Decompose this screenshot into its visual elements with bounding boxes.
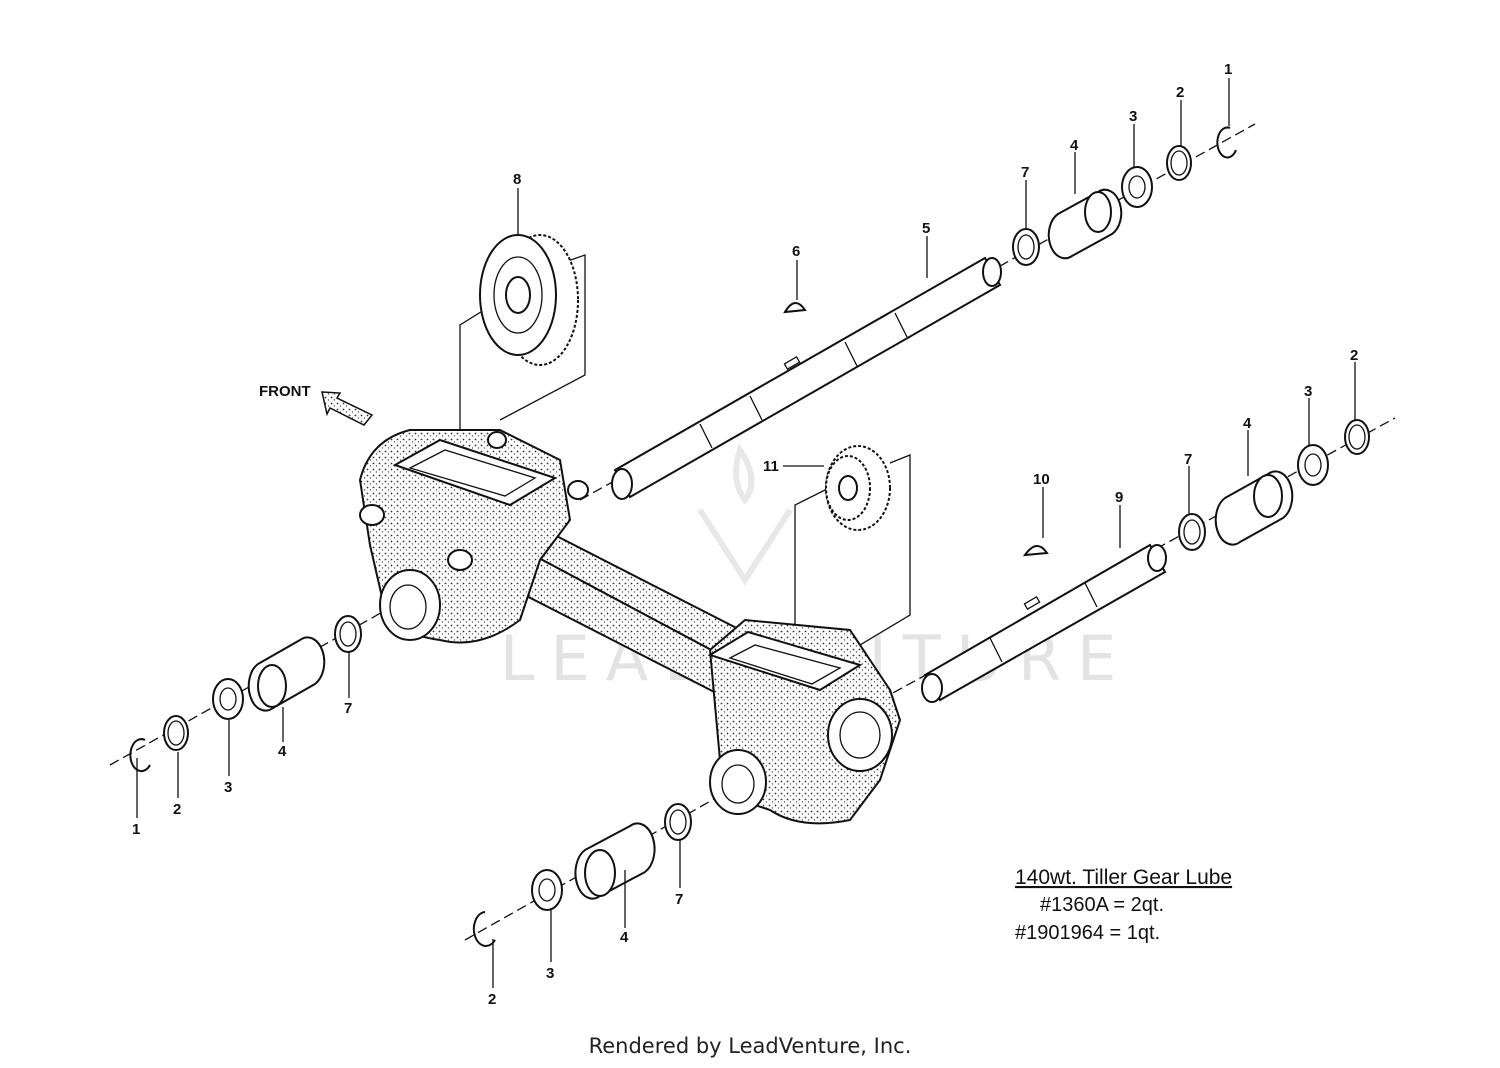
callout-top-8: 8: [513, 171, 521, 188]
front-label: FRONT: [259, 383, 311, 400]
lube-note-line-2: #1901964 = 1qt.: [1015, 922, 1160, 944]
callout-bottom-2: 2: [488, 991, 496, 1008]
callout-mid-2: 2: [1350, 347, 1358, 364]
callout-top-3: 3: [1129, 108, 1137, 125]
callout-bottom-4: 4: [620, 929, 629, 946]
callout-mid-9: 9: [1115, 489, 1123, 506]
callout-left-4: 4: [278, 743, 287, 760]
callout-top-1: 1: [1224, 61, 1232, 78]
lube-note-title: 140wt. Tiller Gear Lube: [1015, 866, 1232, 889]
key-6: [783, 302, 807, 314]
lube-note: 140wt. Tiller Gear Lube #1360A = 2qt. #1…: [1015, 866, 1232, 944]
callout-bottom-3: 3: [546, 965, 554, 982]
callout-left-7: 7: [344, 700, 352, 717]
watermark-logo: [697, 443, 793, 586]
callout-bottom-7: 7: [675, 891, 683, 908]
callout-top-4: 4: [1070, 137, 1079, 154]
callout-mid-4: 4: [1243, 415, 1252, 432]
callout-left-2: 2: [173, 801, 181, 818]
shaft-5: [611, 256, 1002, 500]
bottom-stack-parts: [472, 803, 692, 947]
right-gearbox-housing: [707, 618, 902, 825]
middle-stack-parts: [1178, 419, 1370, 551]
key-10: [1022, 545, 1049, 557]
rendered-by-footer: Rendered by LeadVenture, Inc.: [588, 1034, 912, 1058]
callout-left-1: 1: [132, 821, 140, 838]
callout-top-7: 7: [1021, 164, 1029, 181]
callout-mid-3: 3: [1304, 383, 1312, 400]
left-gearbox-housing: [358, 429, 589, 644]
lube-note-line-1: #1360A = 2qt.: [1040, 894, 1164, 916]
callout-top-6: 6: [792, 243, 800, 260]
callout-top-5: 5: [922, 220, 930, 237]
gear-8: [479, 234, 579, 366]
callout-mid-7: 7: [1184, 451, 1192, 468]
callout-top-2: 2: [1176, 84, 1184, 101]
callout-left-3: 3: [224, 779, 232, 796]
front-arrow-icon: [321, 391, 374, 426]
callout-numbers: 1 2 3 4 7 5 6 8 2 3 4 7 9 10 11 1 2 3 4 …: [132, 61, 1358, 1008]
top-stack-parts: [1012, 126, 1237, 266]
left-stack-parts: [129, 615, 362, 773]
gear-11: [825, 445, 891, 531]
callout-mid-11: 11: [763, 458, 779, 475]
callout-mid-10: 10: [1033, 471, 1050, 488]
shaft-9: [921, 543, 1167, 703]
callout-leaders: [136, 78, 1356, 988]
